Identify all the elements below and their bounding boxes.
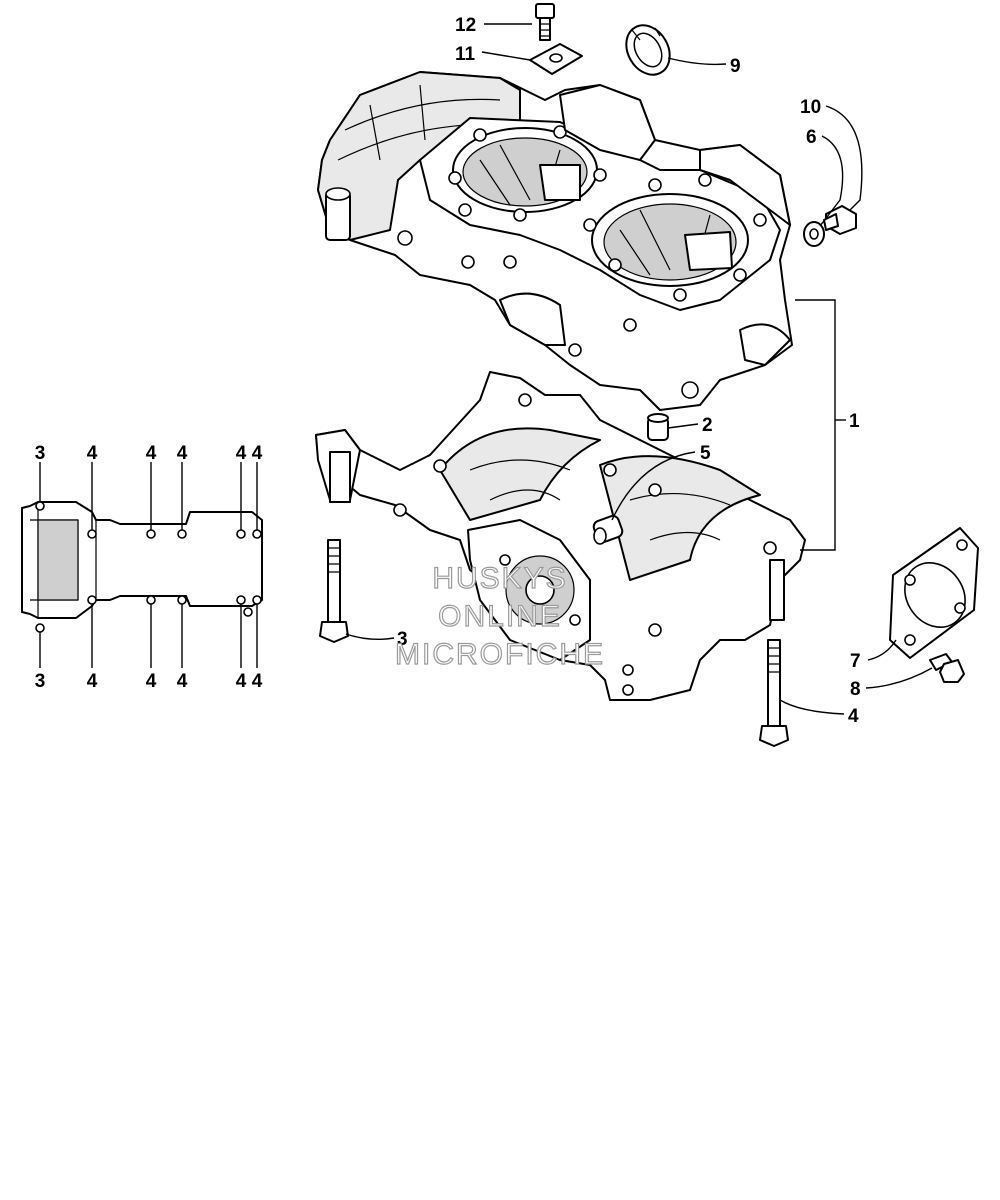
inset-top-label: 4 [252, 443, 263, 464]
inset-bottom-label: 4 [87, 671, 98, 692]
inset-top-label: 4 [87, 443, 98, 464]
part-9-clamp [625, 24, 671, 76]
inset-bottom-label: 4 [236, 671, 247, 692]
leader-lines [345, 23, 933, 715]
callout-8: 8 [850, 679, 861, 700]
callout-numbers: 12 11 9 10 6 1 2 5 3 7 8 4 [397, 15, 861, 727]
inset-bottom-label: 4 [177, 671, 188, 692]
part-5-plug [592, 514, 624, 545]
callout-7: 7 [850, 651, 861, 672]
inset-top-label: 3 [35, 443, 46, 464]
callout-1: 1 [849, 411, 860, 432]
watermark: HUSKYS ONLINE MICROFICHE [394, 561, 605, 671]
part-3-bolt [319, 539, 349, 643]
callout-4: 4 [848, 706, 859, 727]
lower-crankcase [315, 371, 806, 701]
callout-9: 9 [730, 56, 741, 77]
inset-top-label: 4 [177, 443, 188, 464]
part-11-plate [529, 43, 583, 75]
part-6-washer [803, 221, 825, 247]
part-8-screw [929, 653, 965, 683]
callout-6: 6 [806, 127, 817, 148]
upper-crankcase [317, 71, 793, 411]
inset-top-label: 4 [236, 443, 247, 464]
part-10-bolt [823, 205, 857, 235]
inset-bottom-label: 4 [252, 671, 263, 692]
callout-5: 5 [700, 443, 711, 464]
bolt-pattern-inset: 3 4 4 4 4 4 3 4 4 4 4 4 [21, 443, 263, 692]
callout-2: 2 [702, 415, 713, 436]
callout-12: 12 [455, 15, 476, 36]
callout-11: 11 [455, 44, 476, 65]
callout-10: 10 [800, 97, 821, 118]
part-12-bolt [535, 3, 555, 41]
inset-top-label: 4 [146, 443, 157, 464]
inset-bottom-label: 4 [146, 671, 157, 692]
watermark-line-3: MICROFICHE [395, 638, 605, 671]
inset-bottom-label: 3 [35, 671, 46, 692]
part-2-dowel [647, 413, 669, 441]
watermark-line-1: HUSKYS [432, 562, 567, 595]
part-7-gasket [889, 527, 979, 659]
part-4-bolt [759, 639, 789, 747]
callout-3: 3 [397, 629, 408, 650]
watermark-line-2: ONLINE [438, 600, 562, 633]
